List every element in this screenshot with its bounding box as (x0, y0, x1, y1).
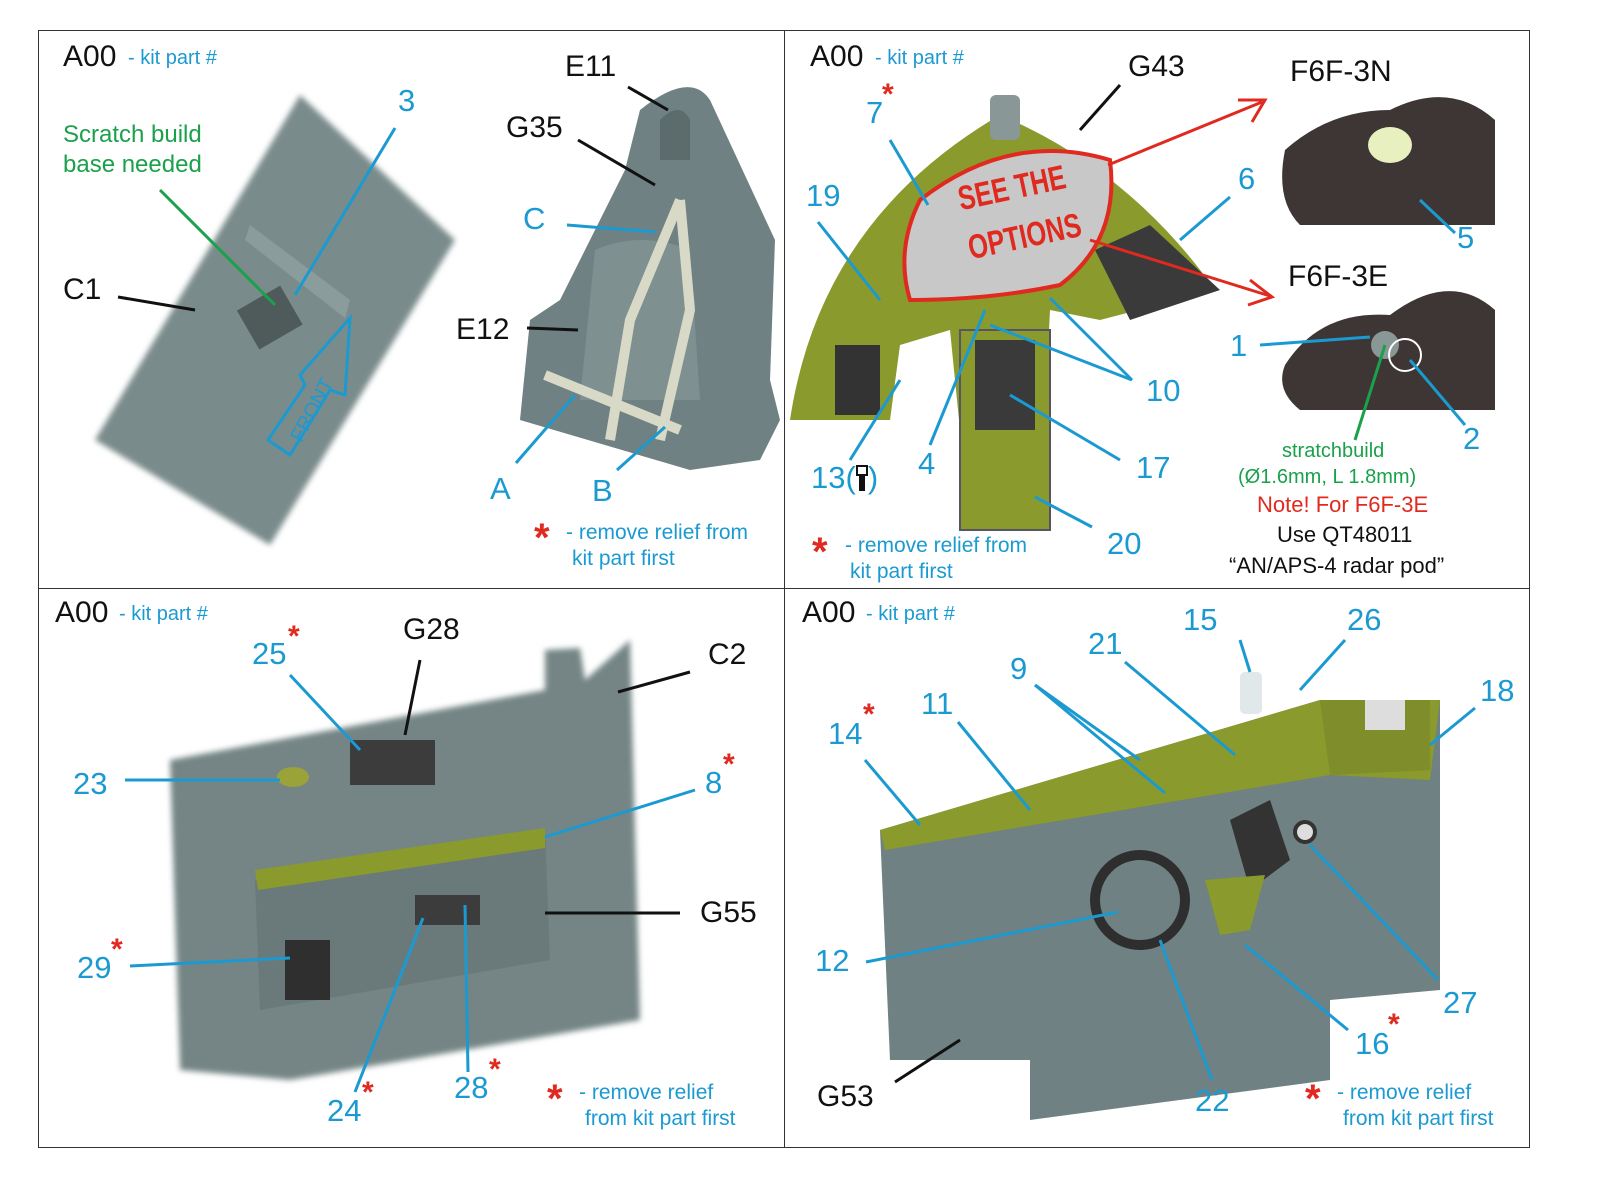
panel4-note-line2: from kit part first (1343, 1107, 1494, 1130)
label-29: 29 (77, 950, 112, 985)
label-15: 15 (1183, 602, 1218, 637)
label-13-number: 13( (811, 460, 856, 495)
label-5: 5 (1457, 220, 1475, 255)
part-seat (520, 87, 780, 470)
label-c2: C2 (708, 638, 747, 671)
label-f6f-3e: F6F-3E (1288, 260, 1389, 293)
label-3: 3 (398, 83, 416, 118)
label-16: 16 (1355, 1026, 1390, 1061)
asterisk-icon: * (362, 1076, 374, 1109)
toggle-switch-icon (855, 465, 868, 491)
stratchbuild-label: stratchbuild (1282, 440, 1385, 462)
panel3-note-line1: - remove relief (579, 1081, 714, 1104)
scratch-build-line2: base needed (63, 151, 202, 178)
asterisk-icon: * (863, 698, 875, 731)
label-18: 18 (1480, 673, 1515, 708)
label-6: 6 (1238, 161, 1256, 196)
label-g43: G43 (1128, 50, 1185, 83)
option-panel-f6f-3e (1282, 291, 1495, 410)
label-g35: G35 (506, 111, 563, 144)
label-10: 10 (1146, 373, 1181, 408)
scratch-build-line1: Scratch build (63, 121, 202, 148)
panel4-kit-part-label: - kit part # (866, 603, 955, 625)
leader-lines (117, 84, 1476, 1093)
label-g55: G55 (700, 896, 757, 929)
panel1-note-line2: kit part first (572, 547, 675, 570)
label-28: 28 (454, 1070, 489, 1105)
label-24: 24 (327, 1093, 362, 1128)
label-f6f-3n: F6F-3N (1290, 55, 1392, 88)
label-b: B (592, 473, 613, 508)
note-f6f-3e: Note! For F6F-3E (1257, 492, 1429, 517)
asterisk-icon: * (1388, 1008, 1400, 1041)
stratchbuild-dimensions: (Ø1.6mm, L 1.8mm) (1238, 466, 1417, 488)
asterisk-icon: * (1305, 1077, 1321, 1121)
asterisk-icon: * (723, 748, 735, 781)
label-2: 2 (1463, 421, 1481, 456)
divider-horizontal (38, 588, 1530, 589)
option-panel-f6f-3n (1282, 97, 1495, 225)
panel2-kit-part-label: - kit part # (875, 47, 964, 69)
panel2-code: A00 (810, 40, 864, 73)
see-the-options-sign (902, 149, 1114, 303)
scratch-base-block (236, 285, 303, 350)
label-7: 7 (866, 95, 884, 130)
label-17: 17 (1136, 450, 1171, 485)
label-22: 22 (1195, 1083, 1230, 1118)
label-26: 26 (1347, 602, 1382, 637)
label-4: 4 (918, 446, 936, 481)
label-e11: E11 (565, 50, 617, 83)
label-e12: E12 (456, 313, 510, 346)
part-c1-rib (245, 225, 350, 318)
part-side-console (880, 672, 1440, 1120)
asterisk-icon: * (111, 933, 123, 966)
panel3-kit-part-label: - kit part # (119, 603, 208, 625)
label-1: 1 (1230, 328, 1248, 363)
label-12: 12 (815, 943, 850, 978)
label-11: 11 (921, 686, 954, 721)
panel3-code: A00 (55, 596, 109, 629)
front-arrow-icon (265, 313, 352, 458)
label-19: 19 (806, 178, 841, 213)
label-g28: G28 (403, 613, 460, 646)
label-9: 9 (1010, 651, 1028, 686)
label-13-close: ) (867, 460, 879, 495)
label-27: 27 (1443, 985, 1478, 1020)
panel1-note-line1: - remove relief from (566, 521, 749, 544)
label-13: 13() (811, 462, 878, 493)
label-23: 23 (73, 766, 108, 801)
panel1-code: A00 (63, 40, 117, 73)
panel4-code: A00 (802, 596, 856, 629)
panel1-kit-part-label: - kit part # (128, 47, 217, 69)
label-8: 8 (705, 765, 723, 800)
asterisk-icon: * (534, 516, 550, 560)
asterisk-icon: * (812, 530, 828, 574)
asterisk-icon: * (288, 620, 300, 653)
part-bulkhead-c2 (170, 640, 640, 1080)
label-c: C (523, 201, 546, 236)
label-20: 20 (1107, 526, 1142, 561)
label-14: 14 (828, 716, 863, 751)
panel2-note-line1: - remove relief from (845, 534, 1028, 557)
panel4-note-line1: - remove relief (1337, 1081, 1472, 1104)
label-c1: C1 (63, 273, 102, 306)
asterisk-icon: * (489, 1053, 501, 1086)
panel3-note-line2: from kit part first (585, 1107, 736, 1130)
panel2-note-line2: kit part first (850, 560, 953, 583)
label-a: A (490, 471, 511, 506)
use-qt48011: Use QT48011 (1277, 522, 1413, 547)
label-21: 21 (1088, 626, 1123, 661)
divider-vertical (784, 30, 785, 1148)
radar-pod-name: “AN/APS-4 radar pod” (1229, 553, 1445, 578)
asterisk-icon: * (882, 78, 894, 111)
label-25: 25 (252, 636, 287, 671)
label-g53: G53 (817, 1080, 874, 1113)
asterisk-icon: * (547, 1077, 563, 1121)
